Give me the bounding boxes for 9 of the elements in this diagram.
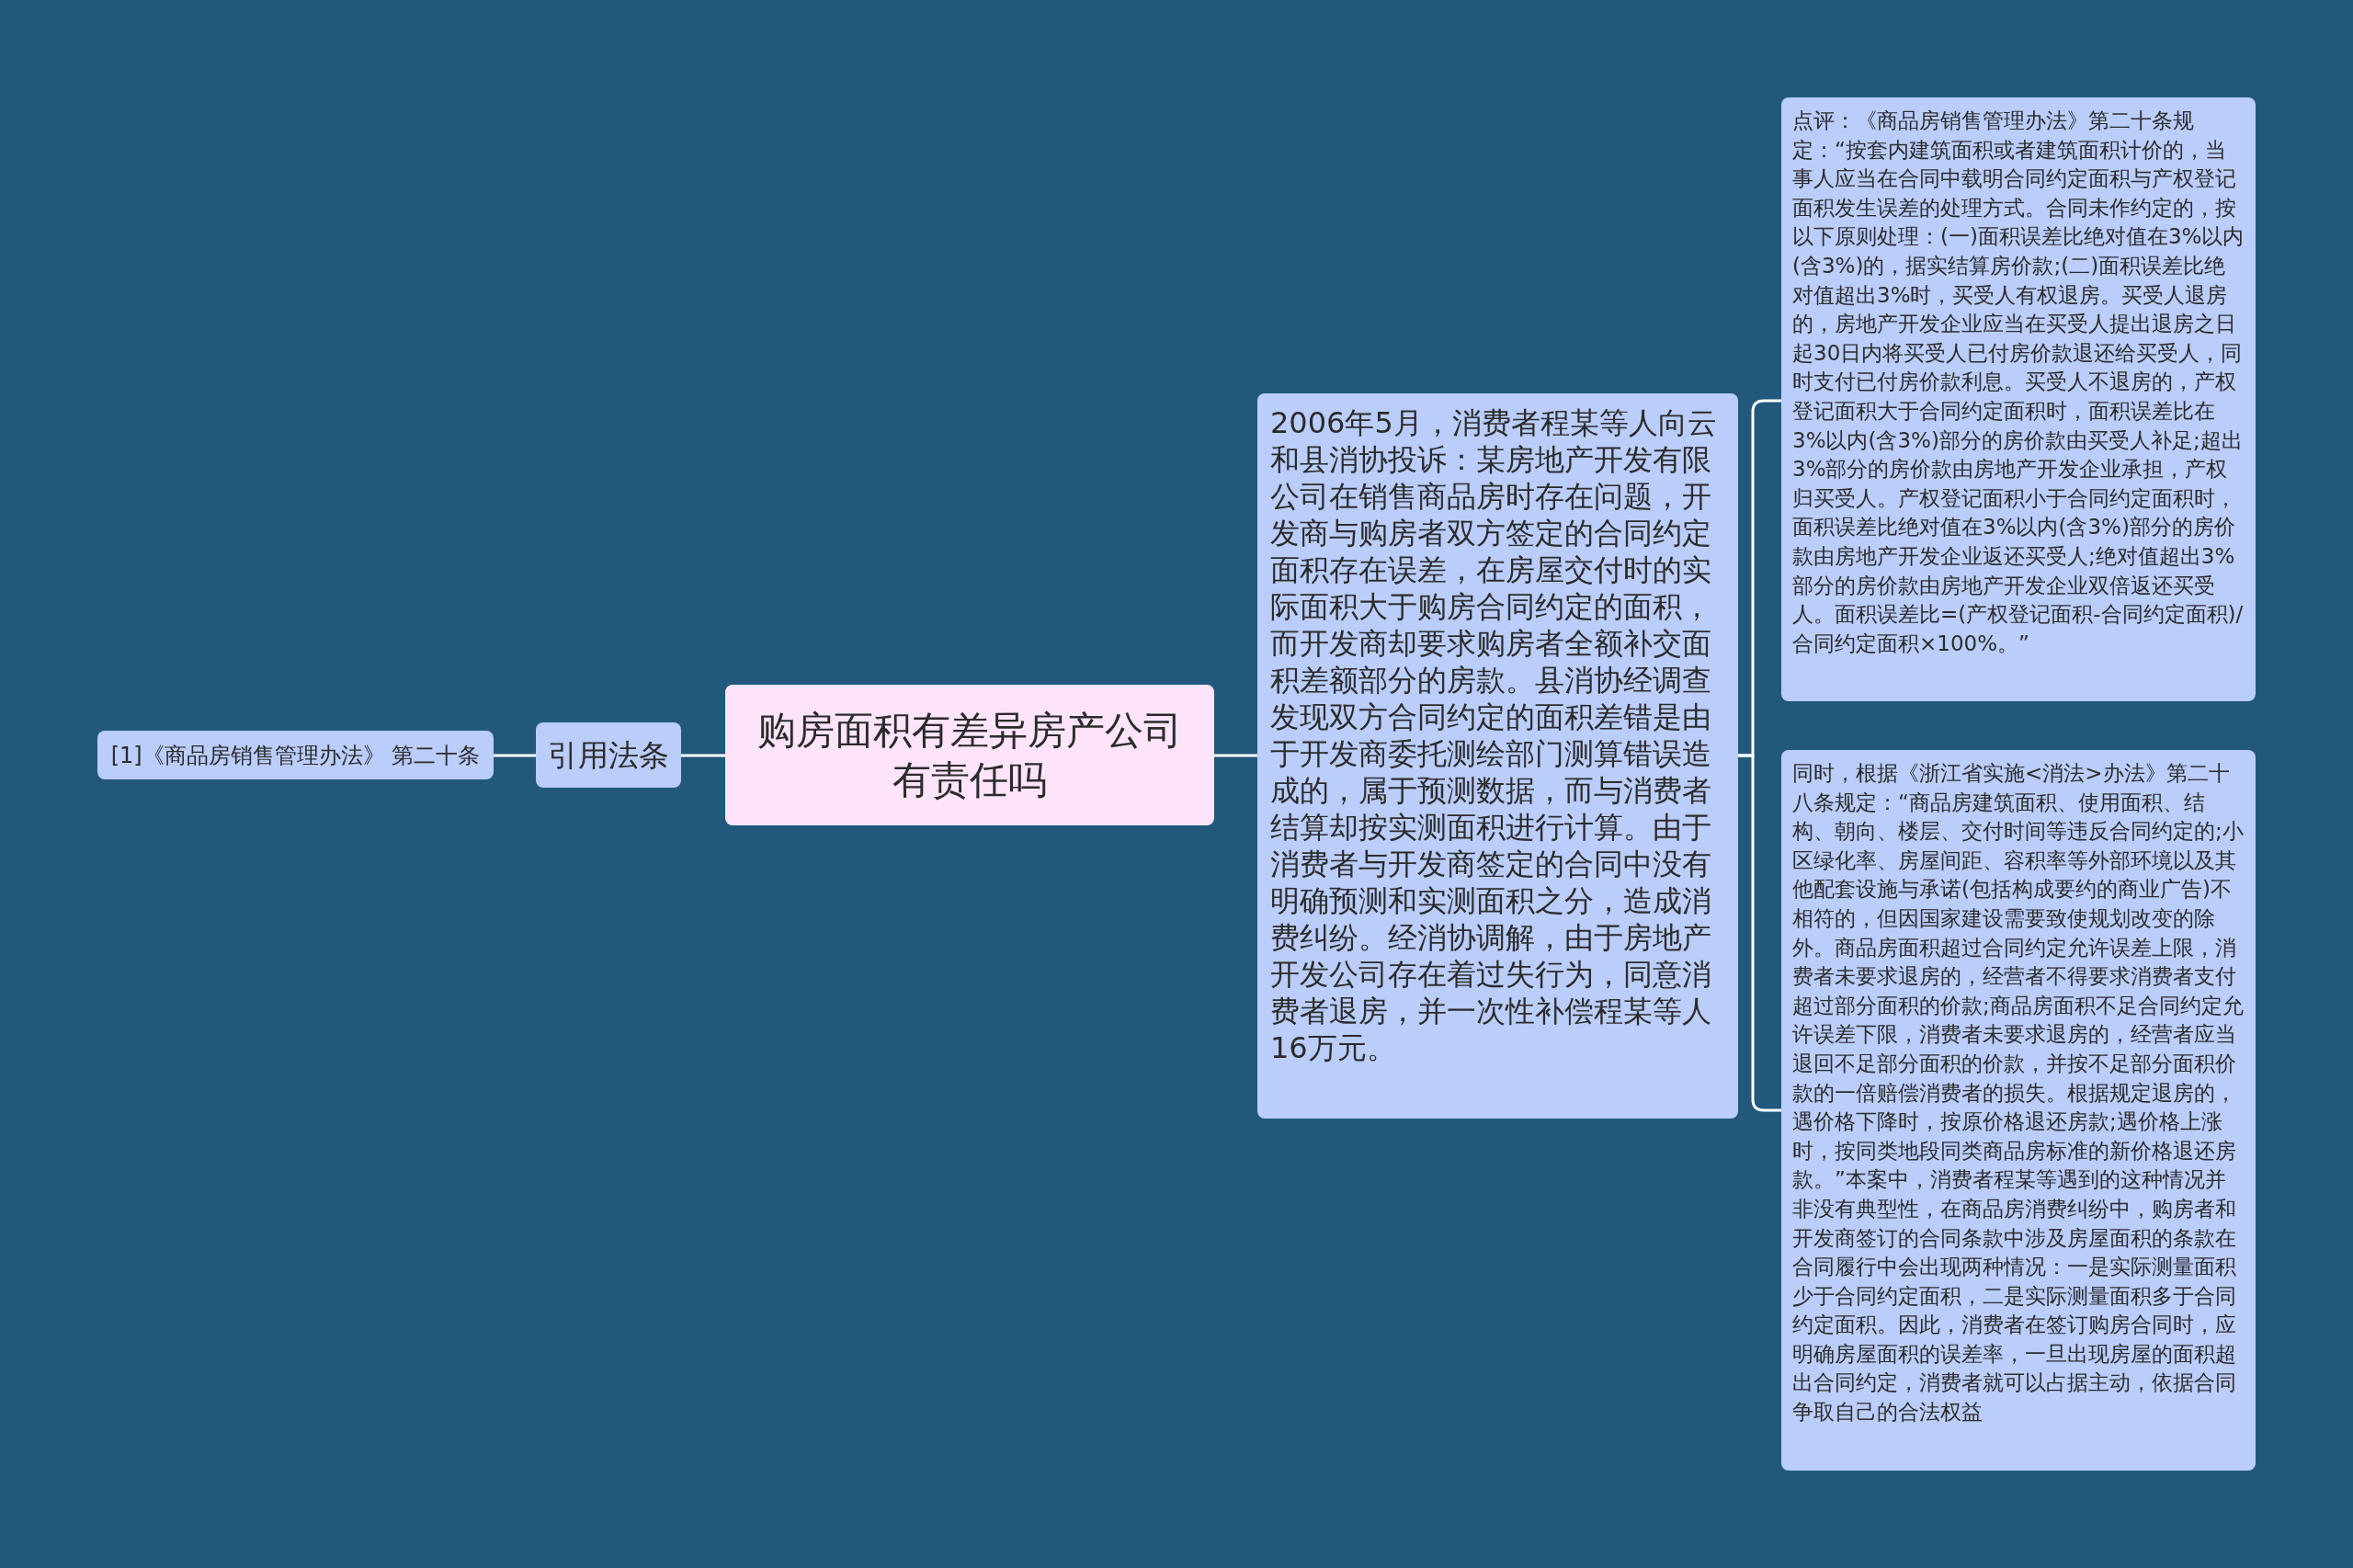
text-box: 同时，根据《浙江省实施<消法>办法》第二十八条规定：“商品房建筑面积、使用面积、结构、朝向、楼层、交付时间等违反合同约定的;小区绿化率、房屋间距、容积率等外部环境以及其他配套设施与承诺(包括构成要约的商业广告)不相符的，但因国家建设需要致使规划改变的除外。商品房面积超过合同约定允许误差上限，消费者未要求退房的，经营者不得要求消费者支付超过部分面积的价款;商品房面积不足合同约定允许误差下限，消费者未要求退房的，经营者应当退回不足部分面积的价款，并按不足部分面积价款的一倍赔偿消费者的损失。根据规定退房的，遇价格下降时，按原价格退还房款;遇价格上涨时，按同类地段同类商品房标准的新价格退还房款。”本案中，消费者程某等遇到的这种情况并非没有典型性，在商品房消费纠纷中，购房者和开发商签订的合同条款中涉及房屋面积的条款在合同履行中会出现两种情况：一是实际测量面积少于合同约定面积，二是实际测量面积多于合同约定面积。因此，消费者在签订购房合同时，应明确房屋面积的误差率，一旦出现房屋的面积超出合同约定，消费者就可以占据主动，依据合同争取自己的合法权益 xyxy=(1781,750,2256,1471)
text-box: 2006年5月，消费者程某等人向云和县消协投诉：某房地产开发有限公司在销售商品房时存在问题，开发商与购房者双方签定的合同约定面积存在误差，在房屋交付时的实际面积大于购房合同约定的面积，而开发商却要求购房者全额补交面积差额部分的房款。县消协经调查发现双方合同约定的面积差错是由于开发商委托测绘部门测算错误造成的，属于预测数据，而与消费者结算却按实测面积进行计算。由于消费者与开发商签定的合同中没有明确预测和实测面积之分，造成消费纠纷。经消协调解，由于房地产开发公司存在着过失行为，同意消费者退房，并一次性补偿程某等人16万元。 xyxy=(1257,393,1738,1119)
reference-box: [1]《商品房销售管理办法》 第二十条 xyxy=(97,731,494,779)
topic-box: 购房面积有差异房产公司有责任吗 xyxy=(725,685,1214,825)
connector-line xyxy=(1214,754,1257,757)
connector-line xyxy=(681,754,725,757)
branch-box: 引用法条 xyxy=(536,722,681,788)
connector-line xyxy=(494,754,536,757)
text-box: 点评：《商品房销售管理办法》第二十条规定：“按套内建筑面积或者建筑面积计价的，当事人应当在合同中载明合同约定面积与产权登记面积发生误差的处理方式。合同未作约定的，按以下原则处理：(一)面积误差比绝对值在3%以内(含3%)的，据实结算房价款;(二)面积误差比绝对值超出3%时，买受人有权退房。买受人退房的，房地产开发企业应当在买受人提出退房之日起30日内将买受人已付房价款退还给买受人，同时支付已付房价款利息。买受人不退房的，产权登记面积大于合同约定面积时，面积误差比在3%以内(含3%)部分的房价款由买受人补足;超出3%部分的房价款由房地产开发企业承担，产权归买受人。产权登记面积小于合同约定面积时，面积误差比绝对值在3%以内(含3%)部分的房价款由房地产开发企业返还买受人;绝对值超出3%部分的房价款由房地产开发企业双倍返还买受人。面积误差比=(产权登记面积-合同约定面积)/合同约定面积×100%。” xyxy=(1781,97,2256,701)
